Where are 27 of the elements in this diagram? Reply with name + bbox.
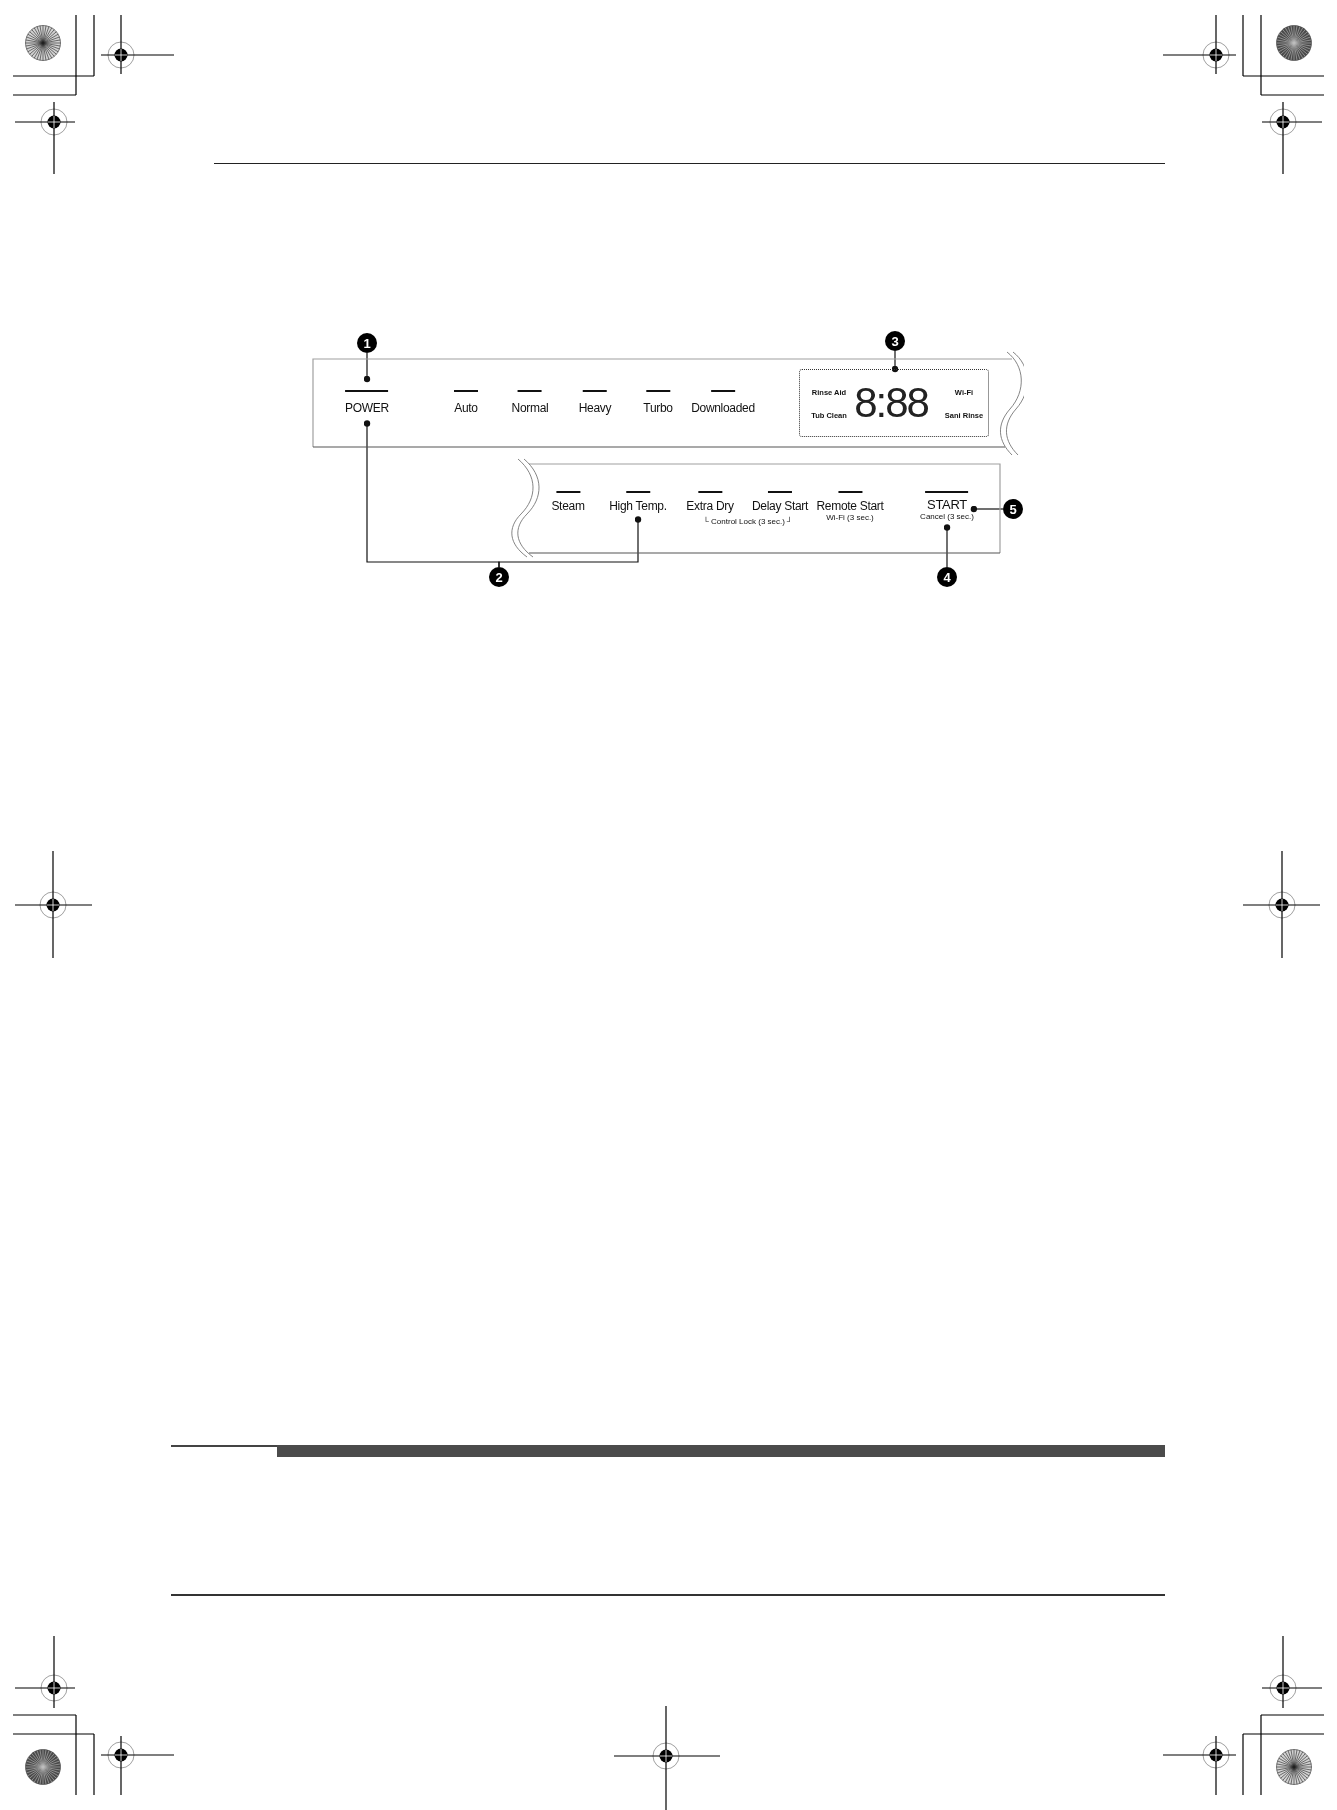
button-label: Normal: [511, 400, 549, 415]
button-label: High Temp.: [609, 498, 667, 513]
leader-line: [498, 516, 642, 568]
button-label: Extra Dry: [686, 498, 734, 513]
callout-number: 4: [937, 567, 957, 587]
button-label: Steam: [551, 498, 585, 513]
button-label: Delay Start: [751, 498, 809, 513]
digit-readout: 8:88: [854, 382, 928, 424]
leader-line: [970, 505, 1004, 513]
callout-number: 2: [489, 567, 509, 587]
leader-line: [943, 524, 951, 568]
button-label: POWER: [345, 400, 389, 415]
leader-line: [891, 350, 899, 373]
callout-number: 1: [357, 333, 377, 353]
callout-number: 5: [1003, 499, 1023, 519]
button-hint-text: Cancel (3 sec.): [920, 511, 974, 522]
button-label: Turbo: [643, 400, 673, 415]
button-label: START: [927, 497, 967, 512]
button-label: Remote Start: [816, 498, 884, 513]
callout-number: 3: [885, 331, 905, 351]
button-label: Heavy: [578, 400, 612, 415]
key-hint-text: └ Control Lock (3 sec.) ┘: [703, 517, 793, 527]
button-label: Downloaded: [691, 400, 755, 415]
control-panel: [312, 351, 1024, 456]
leader-line: [363, 352, 371, 383]
button-hint-text: Wi-Fi (3 sec.): [826, 512, 874, 523]
button-label: Auto: [454, 400, 478, 415]
